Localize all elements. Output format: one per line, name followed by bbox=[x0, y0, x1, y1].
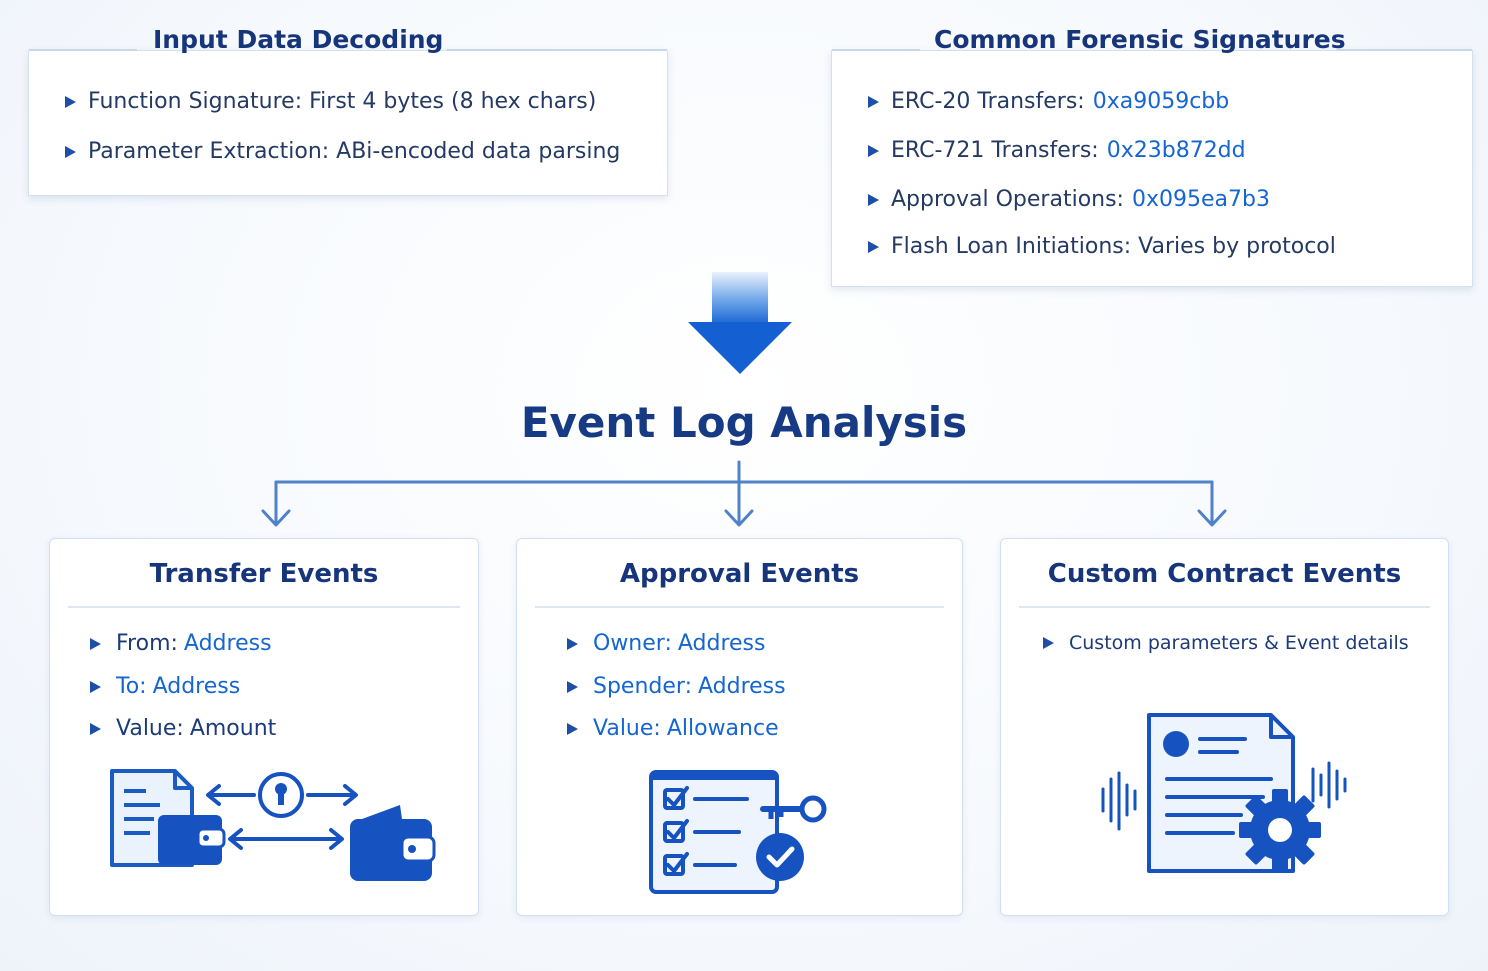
card-divider bbox=[1019, 606, 1430, 608]
sig-panel-title: Common Forensic Signatures bbox=[934, 25, 1346, 54]
input-item-2-text: Parameter Extraction: ABi-encoded data p… bbox=[88, 139, 621, 164]
gear-icon bbox=[1239, 789, 1321, 871]
forensic-signatures-panel: Common Forensic Signatures ERC-20 Transf… bbox=[831, 25, 1473, 287]
input-item-1-text: Function Signature: First 4 bytes (8 hex… bbox=[88, 89, 597, 114]
bullet-triangle-icon bbox=[90, 637, 101, 650]
wallet-icon bbox=[350, 805, 436, 881]
approval-row-owner: Owner: Address bbox=[567, 631, 765, 656]
bullet-triangle-icon bbox=[65, 145, 76, 158]
checkmark-icon bbox=[756, 833, 804, 881]
approval-events-title: Approval Events bbox=[619, 559, 860, 589]
input-item-1: Function Signature: First 4 bytes (8 hex… bbox=[65, 89, 596, 114]
approval-row-spender-value: Address bbox=[697, 674, 786, 699]
checklist-icon bbox=[649, 770, 779, 894]
branch-connectors bbox=[261, 460, 1227, 527]
input-data-decoding-panel: Input Data Decoding Function Signature: … bbox=[28, 25, 668, 196]
transfer-row-to-key: To: bbox=[116, 674, 147, 699]
approval-row-value-key: Value: bbox=[593, 716, 661, 741]
bullet-triangle-icon bbox=[868, 240, 879, 253]
input-panel-title-rule-right bbox=[447, 49, 667, 51]
bullet-triangle-icon bbox=[868, 95, 879, 108]
bullet-triangle-icon bbox=[567, 722, 578, 735]
bullet-triangle-icon bbox=[567, 680, 578, 693]
transfer-row-to-value: Address bbox=[152, 674, 241, 699]
key-icon bbox=[760, 795, 827, 823]
custom-row-details-text: Custom parameters & Event details bbox=[1069, 632, 1409, 654]
transfer-row-from-key: From: bbox=[116, 631, 178, 656]
sig-item-flash-loan-label: Flash Loan Initiations: Varies by protoc… bbox=[891, 234, 1336, 259]
approval-row-value: Value: Allowance bbox=[567, 716, 779, 741]
bullet-triangle-icon bbox=[90, 722, 101, 735]
custom-contract-events-card: Custom Contract Events Custom parameters… bbox=[1000, 538, 1449, 916]
approval-row-spender: Spender: Address bbox=[567, 674, 786, 699]
sig-item-erc20-hex: 0xa9059cbb bbox=[1092, 89, 1230, 114]
bullet-triangle-icon bbox=[567, 637, 578, 650]
sig-panel-title-rule-right bbox=[1336, 49, 1472, 51]
wallet-icon bbox=[158, 815, 226, 865]
sig-item-approval-label: Approval Operations: bbox=[891, 187, 1124, 212]
bullet-triangle-icon bbox=[868, 193, 879, 206]
sig-item-erc20: ERC-20 Transfers: 0xa9059cbb bbox=[868, 89, 1229, 114]
transfer-illustration bbox=[110, 769, 436, 881]
approval-illustration bbox=[649, 770, 827, 894]
sig-item-approval-hex: 0x095ea7b3 bbox=[1131, 187, 1270, 212]
card-divider bbox=[68, 606, 460, 608]
card-divider bbox=[535, 606, 944, 608]
sig-item-flash-loan: Flash Loan Initiations: Varies by protoc… bbox=[868, 234, 1336, 259]
custom-illustration bbox=[1101, 713, 1347, 873]
transfer-row-to: To: Address bbox=[90, 674, 240, 699]
input-item-2: Parameter Extraction: ABi-encoded data p… bbox=[65, 139, 620, 164]
transfer-row-from: From: Address bbox=[90, 631, 272, 656]
exchange-arrows-icon bbox=[206, 784, 358, 850]
approval-row-spender-key: Spender: bbox=[593, 674, 692, 699]
sig-panel-title-rule-left bbox=[832, 49, 920, 51]
approval-row-value-value: Allowance bbox=[666, 716, 779, 741]
bullet-triangle-icon bbox=[868, 144, 879, 157]
sig-item-erc721: ERC-721 Transfers: 0x23b872dd bbox=[868, 138, 1246, 163]
transfer-row-value-value: Amount bbox=[189, 716, 277, 741]
custom-row-details: Custom parameters & Event details bbox=[1043, 632, 1409, 654]
input-panel-title: Input Data Decoding bbox=[153, 25, 444, 54]
approval-events-card: Approval Events Owner: Address Spender: … bbox=[516, 538, 963, 916]
approval-row-owner-key: Owner: bbox=[593, 631, 672, 656]
transfer-row-from-value: Address bbox=[183, 631, 272, 656]
sig-item-erc721-hex: 0x23b872dd bbox=[1106, 138, 1246, 163]
input-panel-title-rule-left bbox=[29, 49, 137, 51]
big-down-arrow bbox=[688, 272, 792, 374]
bullet-triangle-icon bbox=[90, 680, 101, 693]
transfer-events-title: Transfer Events bbox=[149, 559, 379, 589]
bullet-triangle-icon bbox=[65, 95, 76, 108]
transfer-row-value: Value: Amount bbox=[90, 716, 276, 741]
approval-row-owner-value: Address bbox=[677, 631, 766, 656]
lock-icon bbox=[258, 772, 304, 818]
sig-item-erc721-label: ERC-721 Transfers: bbox=[891, 138, 1099, 163]
sig-item-approval: Approval Operations: 0x095ea7b3 bbox=[868, 187, 1270, 212]
event-log-analysis-title: Event Log Analysis bbox=[520, 398, 968, 447]
transfer-row-value-key: Value: bbox=[116, 716, 184, 741]
bullet-triangle-icon bbox=[1043, 637, 1054, 649]
transfer-events-card: Transfer Events From: Address To: Addres… bbox=[49, 538, 479, 916]
sound-waves-icon bbox=[1101, 761, 1347, 831]
sig-item-erc20-label: ERC-20 Transfers: bbox=[891, 89, 1085, 114]
custom-events-title: Custom Contract Events bbox=[1047, 559, 1402, 589]
